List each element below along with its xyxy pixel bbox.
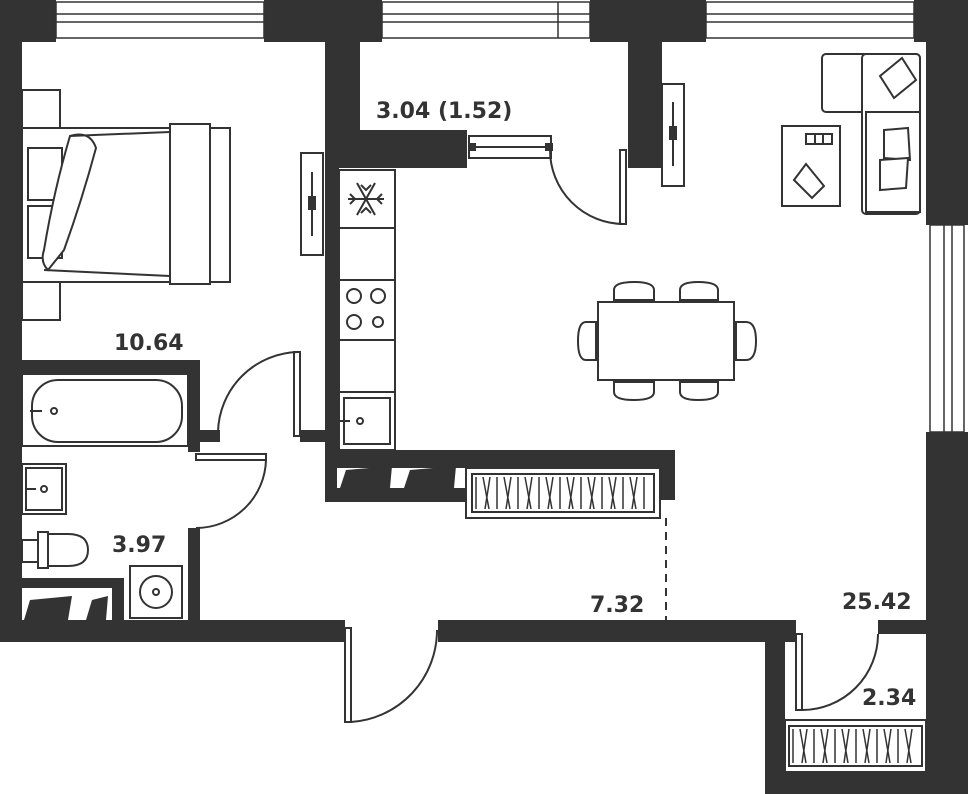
stove-icon	[346, 288, 386, 330]
washing-machine	[129, 565, 183, 619]
windows	[55, 1, 965, 433]
refrigerator-icon	[348, 182, 384, 216]
area-label-loggia: 3.04 (1.52)	[376, 99, 512, 124]
area-label-bedroom: 10.64	[114, 331, 184, 356]
coffee-table	[781, 125, 841, 207]
bathroom-sink	[21, 463, 67, 515]
toilet	[21, 531, 90, 569]
kitchen-sink	[340, 397, 391, 445]
hallway-wardrobe	[465, 467, 661, 519]
sofa	[821, 53, 921, 215]
radiators	[300, 83, 685, 256]
area-label-hallway: 7.32	[590, 593, 644, 618]
bed	[21, 89, 231, 321]
hallway-vents	[340, 466, 456, 488]
area-labels: 10.64 3.04 (1.52) 3.97 7.32 25.42 2.34	[112, 99, 916, 711]
bathtub	[21, 373, 189, 447]
dining-table	[576, 280, 758, 402]
storage-wardrobe	[784, 719, 927, 773]
doors	[195, 149, 879, 723]
area-label-bathroom: 3.97	[112, 533, 166, 558]
area-label-living-kitchen: 25.42	[842, 590, 912, 615]
bathroom-vents	[24, 596, 108, 620]
area-label-storage: 2.34	[862, 686, 916, 711]
